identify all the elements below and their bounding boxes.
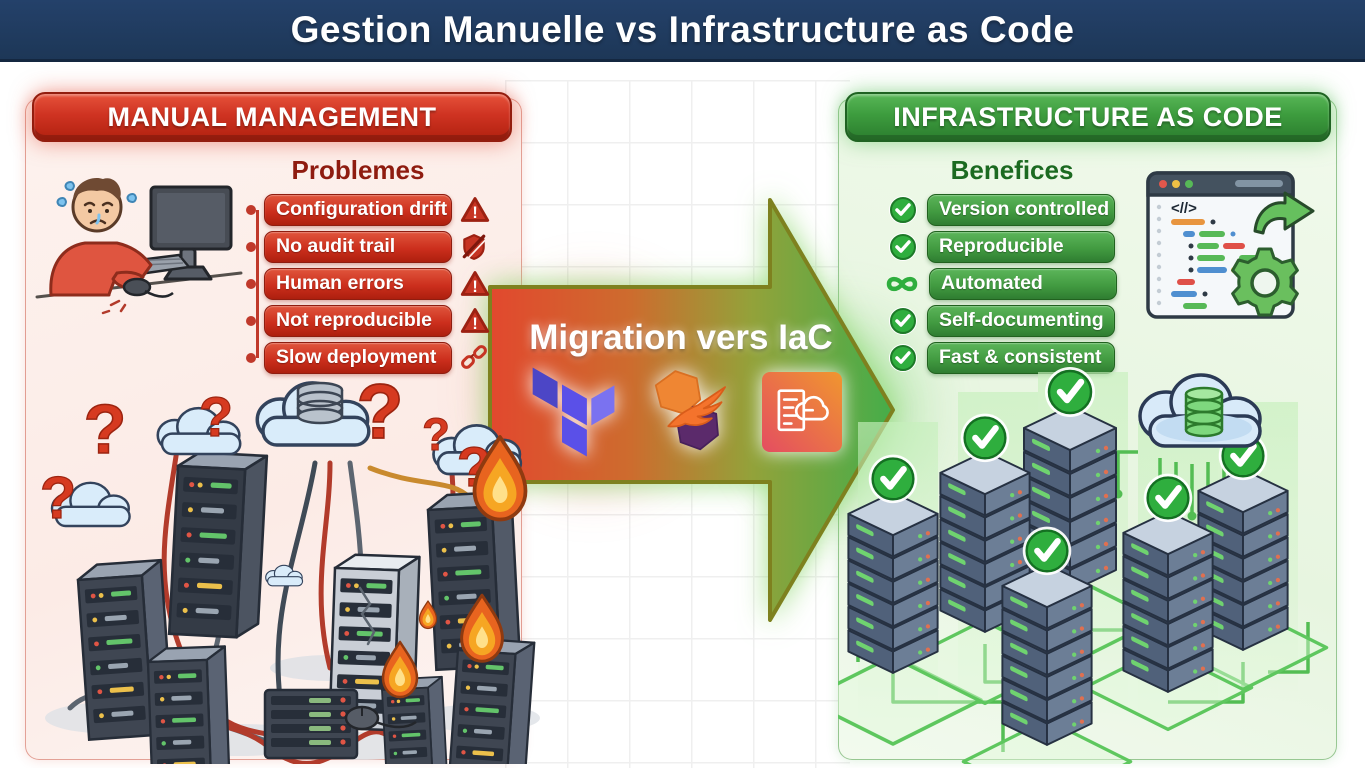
benefits-heading: Benefices	[950, 155, 1074, 185]
check-circle-icon	[888, 343, 918, 373]
benefit-pill: Reproducible	[927, 230, 1115, 263]
problem-label: Not reproducible	[276, 309, 433, 331]
stressed-admin-illustration	[35, 177, 243, 315]
problem-list-connector	[256, 210, 259, 358]
chaotic-servers-illustration	[39, 368, 540, 764]
bullet-dot	[246, 315, 256, 326]
mouse	[344, 705, 417, 731]
front-server	[263, 688, 359, 760]
problem-pill: Not reproducible	[264, 304, 452, 337]
warning-triangle-icon: !	[460, 307, 490, 335]
benefit-pill: Version controlled	[927, 193, 1115, 226]
check-circle-icon	[888, 306, 918, 336]
problem-row: Not reproducible !	[246, 304, 490, 337]
benefit-label: Reproducible	[939, 235, 1064, 257]
cloudformation-logo	[762, 372, 842, 452]
mouse	[122, 277, 152, 297]
iac-tool-logos	[524, 364, 848, 460]
svg-text:!: !	[472, 278, 477, 296]
title-bar: Gestion Manuelle vs Infrastructure as Co…	[0, 0, 1365, 62]
wing-hexagon-logo	[654, 370, 726, 451]
benefit-row: Automated	[884, 267, 1117, 300]
problem-label: No audit trail	[276, 235, 396, 257]
benefit-row: Fast & consistent	[888, 341, 1115, 374]
migration-label: Migration vers IaC	[529, 318, 833, 357]
warning-triangle-icon: !	[460, 270, 490, 298]
bullet-dot	[246, 352, 256, 363]
benefit-row: Version controlled	[888, 193, 1115, 226]
problem-row: No audit trail	[246, 230, 488, 263]
shield-off-icon	[460, 233, 488, 261]
infinity-icon	[884, 269, 920, 299]
cloud-database-icon	[1138, 373, 1262, 448]
problem-pill: Human errors	[264, 267, 452, 300]
benefit-label: Self-documenting	[939, 309, 1104, 331]
svg-text:!: !	[472, 204, 477, 222]
bullet-dot	[246, 204, 256, 215]
gear-icon	[1231, 247, 1299, 317]
problem-label: Configuration drift	[276, 198, 448, 220]
benefit-pill: Self-documenting	[927, 304, 1115, 337]
problem-pill: No audit trail	[264, 230, 452, 263]
person	[49, 177, 174, 315]
problem-row: Slow deployment	[246, 341, 488, 374]
monitor	[149, 185, 233, 281]
benefit-pill: Automated	[929, 267, 1117, 300]
cloud-database-icon	[296, 381, 344, 425]
code-glyph: <//>	[1171, 200, 1197, 217]
iac-banner-label: INFRASTRUCTURE AS CODE	[893, 101, 1283, 132]
check-circle-icon	[888, 232, 918, 262]
ordered-servers-illustration	[838, 362, 1329, 764]
manual-management-banner: MANUAL MANAGEMENT	[32, 92, 512, 142]
benefit-label: Automated	[941, 272, 1043, 294]
benefit-label: Fast & consistent	[939, 346, 1102, 368]
problem-row: Human errors !	[246, 267, 490, 300]
problem-pill: Slow deployment	[264, 341, 452, 374]
benefit-row: Self-documenting	[888, 304, 1115, 337]
manual-management-banner-label: MANUAL MANAGEMENT	[107, 101, 437, 132]
iac-banner: INFRASTRUCTURE AS CODE	[845, 92, 1331, 142]
check-circle-icon	[888, 195, 918, 225]
svg-text:!: !	[472, 315, 477, 333]
bullet-dot	[246, 241, 256, 252]
warning-triangle-icon: !	[460, 196, 490, 224]
problems-heading: Problemes	[291, 155, 425, 185]
problem-row: Configuration drift !	[246, 193, 490, 226]
bullet-dot	[246, 278, 256, 289]
deploy-arrow-icon	[1253, 191, 1315, 235]
terraform-logo	[532, 367, 615, 457]
problem-label: Slow deployment	[276, 346, 437, 368]
benefit-pill: Fast & consistent	[927, 341, 1115, 374]
benefit-label: Version controlled	[939, 198, 1110, 220]
problem-pill: Configuration drift	[264, 193, 452, 226]
page-title: Gestion Manuelle vs Infrastructure as Co…	[290, 8, 1075, 50]
broken-link-icon	[460, 344, 488, 372]
benefit-row: Reproducible	[888, 230, 1115, 263]
code-editor-illustration: <//>	[1146, 171, 1315, 319]
problem-label: Human errors	[276, 272, 404, 294]
